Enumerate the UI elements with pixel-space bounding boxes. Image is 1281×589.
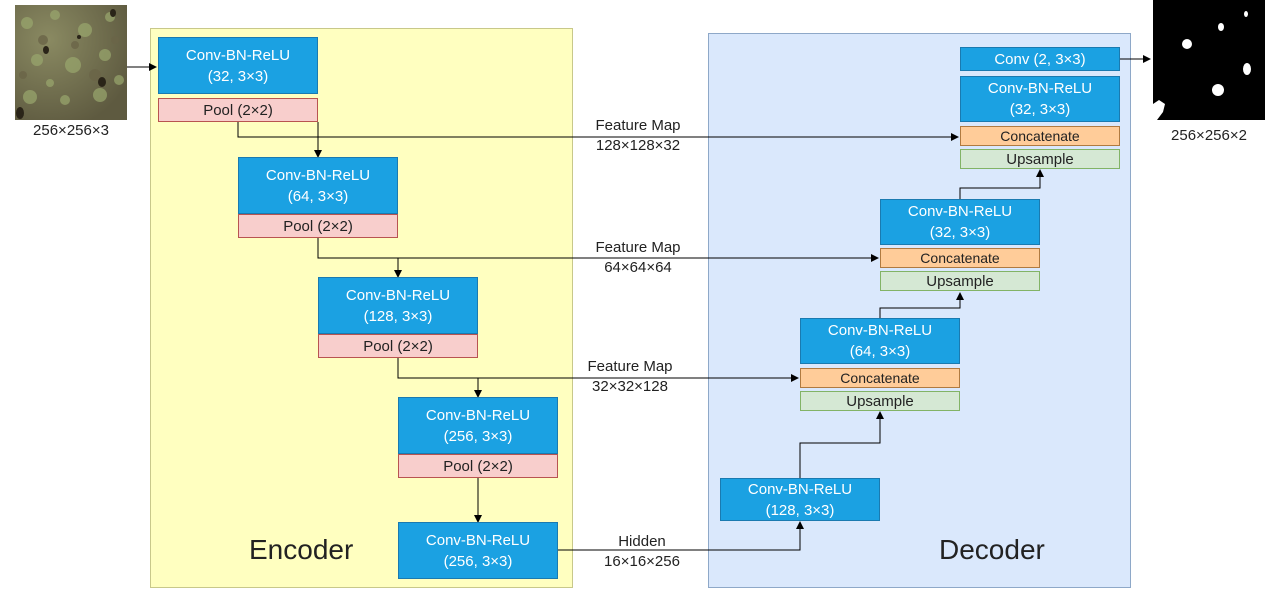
decoder-conv-3-params: (32, 3×3) bbox=[1009, 101, 1071, 118]
encoder-pool-4: Pool (2×2) bbox=[398, 454, 558, 478]
skip-label-3: Feature Map 32×32×128 bbox=[560, 357, 700, 397]
encoder-conv-5-params: (256, 3×3) bbox=[443, 552, 513, 570]
decoder-upsample-3: Upsample bbox=[960, 149, 1120, 169]
decoder-concat-1: Concatenate bbox=[800, 368, 960, 388]
skip-label-2: Feature Map 64×64×64 bbox=[568, 238, 708, 278]
decoder-conv-1-name: Conv-BN-ReLU bbox=[827, 322, 933, 339]
encoder-conv-1-name: Conv-BN-ReLU bbox=[185, 46, 291, 64]
hidden-shape: 16×16×256 bbox=[604, 553, 680, 570]
decoder-conv-1-params: (64, 3×3) bbox=[849, 343, 911, 360]
decoder-conv-2-name: Conv-BN-ReLU bbox=[907, 203, 1013, 220]
encoder-conv-4-params: (256, 3×3) bbox=[443, 427, 513, 445]
skip-2-shape: 64×64×64 bbox=[604, 259, 672, 276]
encoder-conv-block-5: Conv-BN-ReLU (256, 3×3) bbox=[398, 522, 558, 579]
encoder-pool-3: Pool (2×2) bbox=[318, 334, 478, 358]
decoder-conv-block-3: Conv-BN-ReLU (32, 3×3) bbox=[960, 76, 1120, 122]
encoder-conv-block-4: Conv-BN-ReLU (256, 3×3) bbox=[398, 397, 558, 454]
encoder-conv-block-2: Conv-BN-ReLU (64, 3×3) bbox=[238, 157, 398, 214]
encoder-conv-block-3: Conv-BN-ReLU (128, 3×3) bbox=[318, 277, 478, 334]
skip-2-title: Feature Map bbox=[595, 239, 681, 256]
skip-3-title: Feature Map bbox=[587, 358, 673, 375]
skip-1-shape: 128×128×32 bbox=[595, 137, 681, 154]
input-image bbox=[15, 5, 127, 120]
decoder-conv-block-2: Conv-BN-ReLU (32, 3×3) bbox=[880, 199, 1040, 245]
decoder-bottom-params: (128, 3×3) bbox=[765, 501, 835, 519]
decoder-concat-2: Concatenate bbox=[880, 248, 1040, 268]
decoder-title: Decoder bbox=[939, 534, 1045, 565]
decoder-conv-2-params: (32, 3×3) bbox=[929, 224, 991, 241]
decoder-conv-bottom: Conv-BN-ReLU (128, 3×3) bbox=[720, 478, 880, 521]
encoder-conv-2-name: Conv-BN-ReLU bbox=[265, 166, 371, 184]
encoder-conv-4-name: Conv-BN-ReLU bbox=[425, 406, 531, 424]
decoder-conv-3-name: Conv-BN-ReLU bbox=[987, 80, 1093, 97]
encoder-conv-3-params: (128, 3×3) bbox=[363, 307, 433, 325]
decoder-final-conv: Conv (2, 3×3) bbox=[960, 47, 1120, 71]
decoder-bottom-name: Conv-BN-ReLU bbox=[747, 480, 853, 498]
skip-label-1: Feature Map 128×128×32 bbox=[568, 116, 708, 156]
encoder-pool-2: Pool (2×2) bbox=[238, 214, 398, 238]
encoder-conv-1-params: (32, 3×3) bbox=[207, 67, 269, 85]
encoder-pool-1: Pool (2×2) bbox=[158, 98, 318, 122]
decoder-panel: Decoder bbox=[708, 33, 1131, 588]
encoder-title: Encoder bbox=[249, 534, 354, 565]
decoder-conv-block-1: Conv-BN-ReLU (64, 3×3) bbox=[800, 318, 960, 364]
encoder-conv-2-params: (64, 3×3) bbox=[287, 187, 349, 205]
encoder-conv-5-name: Conv-BN-ReLU bbox=[425, 531, 531, 549]
skip-3-shape: 32×32×128 bbox=[592, 378, 668, 395]
decoder-concat-3: Concatenate bbox=[960, 126, 1120, 146]
hidden-title: Hidden bbox=[618, 533, 666, 550]
output-mask bbox=[1153, 0, 1265, 120]
decoder-upsample-1: Upsample bbox=[800, 391, 960, 411]
hidden-label: Hidden 16×16×256 bbox=[572, 532, 712, 572]
encoder-conv-block-1: Conv-BN-ReLU (32, 3×3) bbox=[158, 37, 318, 94]
skip-1-title: Feature Map bbox=[595, 117, 681, 134]
input-dimension-label: 256×256×3 bbox=[33, 122, 109, 139]
encoder-conv-3-name: Conv-BN-ReLU bbox=[345, 286, 451, 304]
output-dimension-label: 256×256×2 bbox=[1171, 127, 1247, 144]
decoder-upsample-2: Upsample bbox=[880, 271, 1040, 291]
